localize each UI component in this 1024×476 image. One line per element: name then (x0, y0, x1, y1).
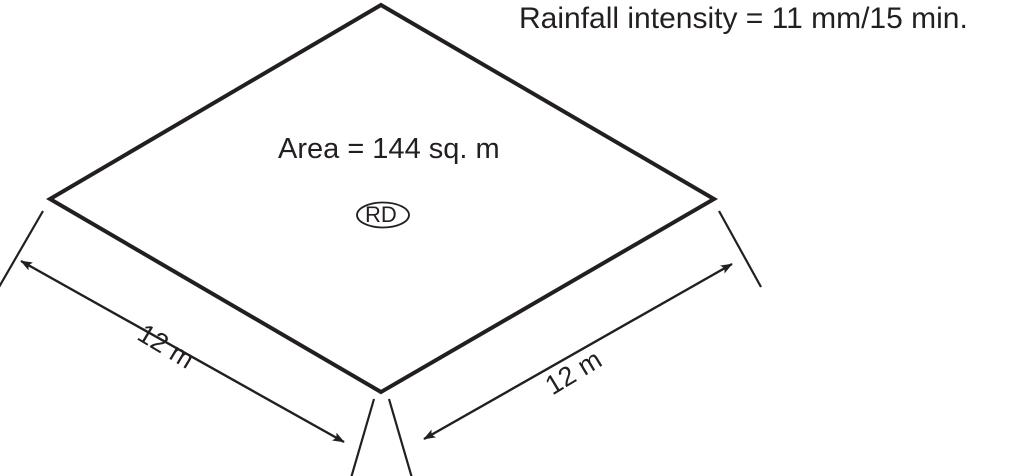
rainfall-intensity-note: Rainfall intensity = 11 mm/15 min. (519, 2, 968, 35)
extension-line-bottom-left (350, 398, 376, 476)
extension-line-left (0, 210, 44, 288)
roof-area-label: Area = 144 sq. m (278, 133, 500, 165)
roof-drain-ellipse (356, 201, 410, 229)
dimension-line-left (20, 259, 345, 444)
dimension-line-right (423, 262, 733, 441)
extension-line-bottom-right (387, 398, 413, 476)
roof-drain-label: RD (365, 202, 397, 227)
extension-line-right (718, 210, 762, 288)
